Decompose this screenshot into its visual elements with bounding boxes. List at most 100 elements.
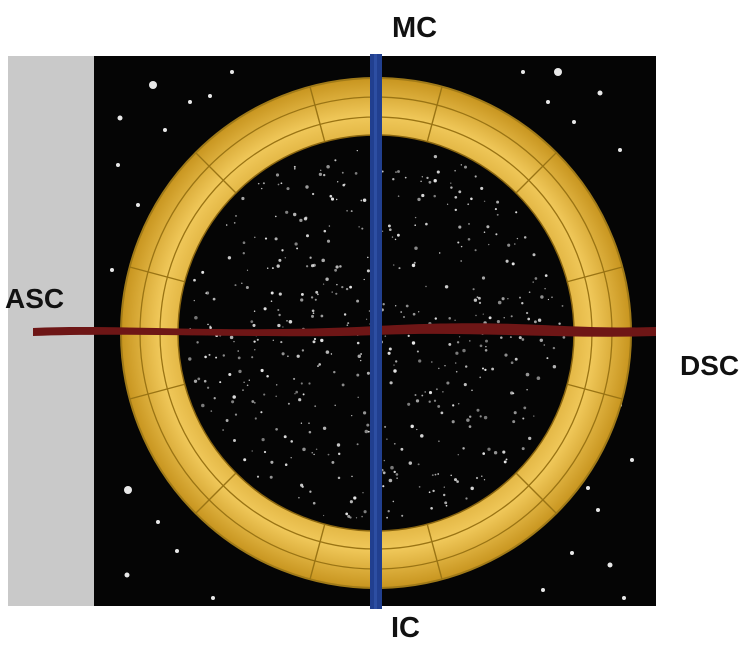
star [254, 417, 257, 420]
star [435, 388, 438, 391]
star [288, 320, 293, 324]
star [309, 256, 312, 259]
star [502, 450, 506, 454]
star [504, 353, 508, 357]
star [354, 172, 358, 175]
star [204, 355, 207, 359]
star [572, 120, 576, 124]
star [156, 520, 160, 524]
star [483, 231, 486, 233]
star [276, 264, 280, 268]
star [404, 176, 407, 179]
star [544, 287, 546, 290]
star [363, 510, 367, 514]
star [260, 411, 263, 414]
star [362, 411, 367, 415]
star [243, 458, 247, 462]
star [366, 269, 370, 273]
star [222, 354, 226, 357]
star [275, 384, 278, 386]
star [382, 303, 385, 306]
star [442, 391, 444, 393]
star [586, 486, 590, 490]
star [460, 245, 463, 248]
star [457, 403, 460, 405]
star [505, 458, 508, 461]
star [433, 154, 438, 159]
star [552, 364, 557, 369]
star [401, 514, 404, 517]
star [316, 293, 319, 296]
star [476, 296, 479, 299]
star [539, 338, 544, 343]
star [453, 478, 458, 482]
star [387, 224, 391, 228]
star [558, 322, 561, 325]
star [512, 392, 515, 395]
star [393, 369, 397, 373]
star [525, 372, 530, 377]
star [395, 171, 397, 174]
star [392, 178, 395, 181]
star [124, 572, 130, 578]
star [402, 315, 406, 319]
star [467, 237, 471, 241]
star [351, 475, 353, 478]
star [390, 465, 394, 470]
star [543, 344, 546, 346]
star [325, 277, 329, 281]
star [514, 357, 518, 361]
star [311, 314, 314, 318]
star [346, 209, 349, 212]
star [438, 252, 441, 254]
star [562, 336, 566, 339]
star [299, 218, 303, 223]
star [455, 351, 459, 355]
star [462, 447, 465, 450]
star [414, 394, 417, 396]
star [381, 230, 384, 232]
star [242, 241, 246, 245]
star [253, 310, 256, 313]
house-cusp-line [426, 524, 443, 580]
star [293, 377, 296, 380]
star [463, 383, 467, 387]
star [442, 493, 446, 497]
star [206, 386, 210, 389]
star [547, 298, 550, 301]
star [482, 452, 486, 455]
star [443, 486, 445, 488]
star [482, 313, 484, 315]
star [361, 227, 364, 230]
star [521, 338, 525, 341]
star [395, 473, 399, 476]
star [300, 298, 304, 302]
star [242, 252, 245, 255]
star [516, 237, 519, 240]
star [397, 195, 400, 197]
star [457, 241, 460, 244]
star [295, 390, 299, 394]
star [347, 514, 351, 518]
star [260, 368, 264, 373]
star [296, 354, 300, 358]
star [513, 411, 517, 415]
star [193, 278, 196, 282]
star [346, 324, 349, 326]
star [257, 182, 260, 185]
star [208, 353, 211, 356]
star [356, 149, 358, 152]
star [274, 237, 278, 241]
star [314, 405, 317, 408]
star [496, 213, 499, 216]
star [333, 370, 336, 374]
star [518, 336, 522, 340]
star [536, 376, 541, 380]
star [597, 90, 603, 96]
star [296, 247, 299, 250]
star [533, 320, 537, 324]
star [412, 312, 416, 316]
star [287, 355, 289, 358]
star [436, 170, 440, 174]
inner-star-cluster [188, 149, 566, 519]
